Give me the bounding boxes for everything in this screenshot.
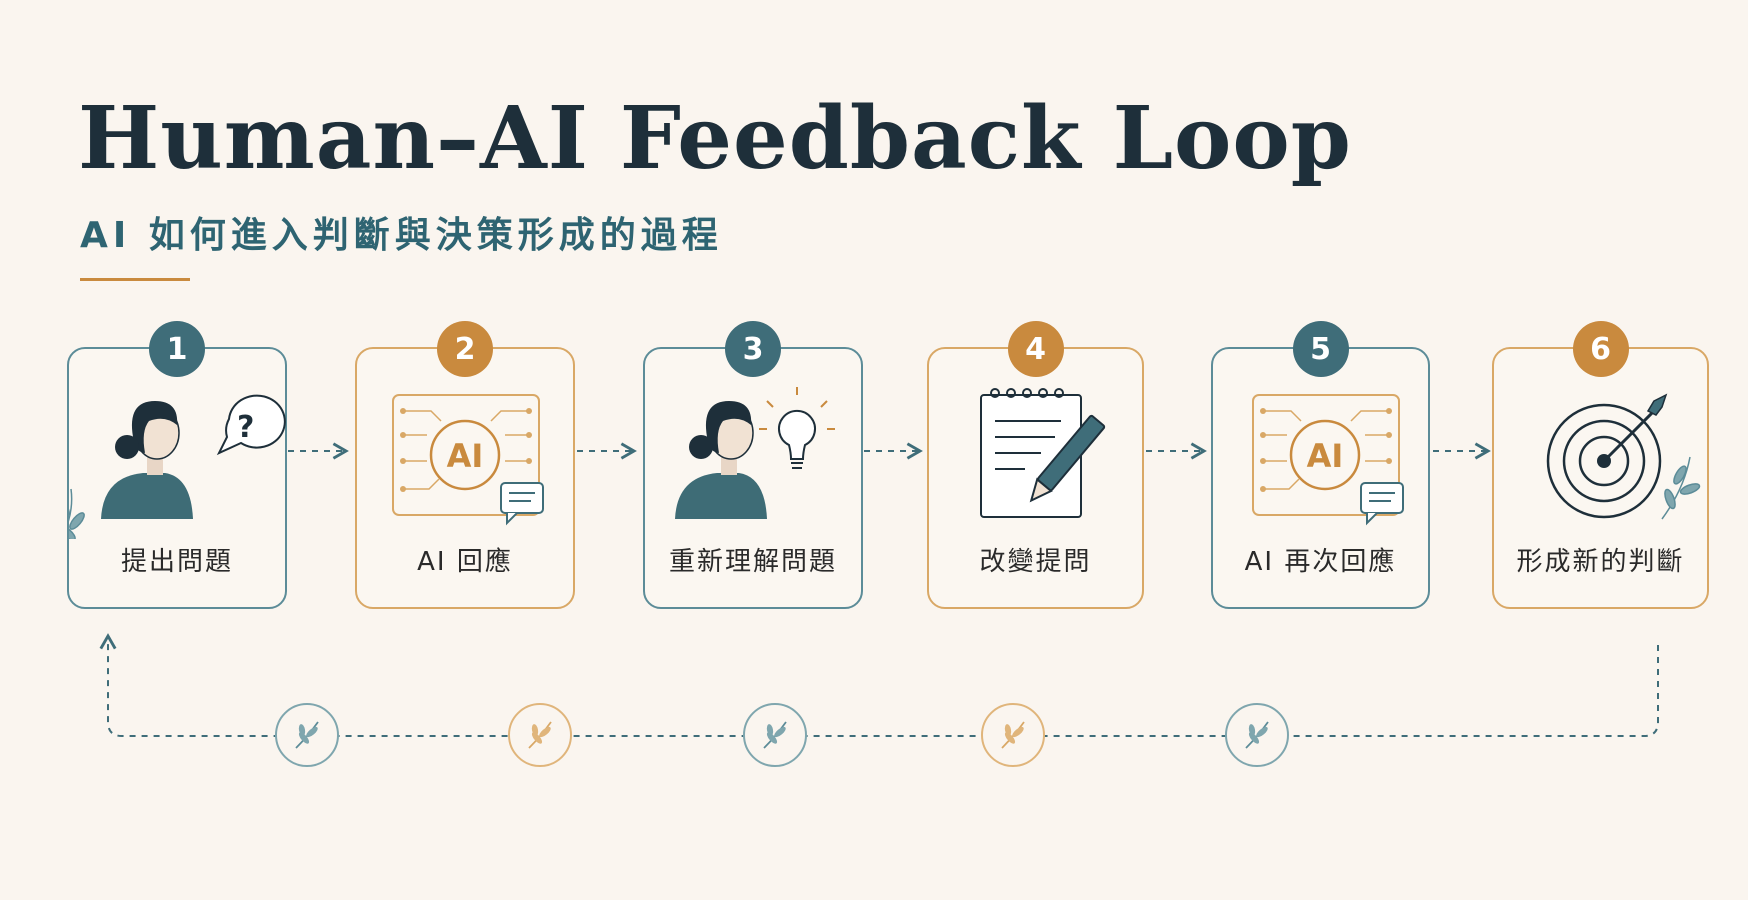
page-subtitle: AI 如何進入判斷與決策形成的過程 [80, 215, 723, 256]
loop-node-4 [981, 703, 1045, 767]
step-card-6[interactable]: 6 形成新的判斷 [1492, 321, 1709, 609]
step-label: AI 再次回應 [1244, 547, 1397, 577]
step-card-4[interactable]: 4 改變提問 [927, 321, 1144, 609]
leaf-sprig-icon [1245, 721, 1269, 749]
step-number-badge: 3 [725, 321, 781, 377]
leaf-decoration-icon [69, 488, 85, 539]
step-card-5[interactable]: 5 AI AI 再次回應 [1211, 321, 1430, 609]
step-number-badge: 4 [1007, 321, 1064, 377]
step-card-3[interactable]: 3 重新理解問題 [643, 321, 863, 609]
ai-chip-text: AI [447, 437, 484, 475]
leaf-sprig-icon [295, 721, 319, 749]
step-card-1[interactable]: 1 ? 提出問題 [67, 321, 287, 609]
ai-chip-icon: AI [392, 394, 544, 526]
page-title: Human–AI Feedback Loop [78, 88, 1352, 189]
ai-chip-icon: AI [1252, 394, 1404, 526]
step-label: 改變提問 [979, 547, 1092, 577]
step-label: 形成新的判斷 [1516, 547, 1685, 577]
leaf-sprig-icon [763, 721, 787, 749]
step-number-badge: 5 [1292, 321, 1349, 377]
loop-node-2 [508, 703, 572, 767]
svg-text:?: ? [237, 410, 254, 445]
loop-node-1 [275, 703, 339, 767]
loop-node-5 [1225, 703, 1289, 767]
step-number-badge: 6 [1572, 321, 1629, 377]
step-number-badge: 2 [437, 321, 493, 377]
step-label: 重新理解問題 [668, 547, 837, 577]
loop-node-3 [743, 703, 807, 767]
step-label: 提出問題 [120, 547, 233, 577]
target-arrow-icon [1546, 393, 1701, 520]
title-divider [80, 278, 190, 281]
feedback-loop-path [99, 633, 1659, 737]
notepad-pencil-icon [980, 388, 1106, 518]
leaf-decoration-icon [1661, 456, 1701, 520]
step-number-badge: 1 [149, 321, 205, 377]
leaf-sprig-icon [528, 721, 552, 749]
step-label: AI 回應 [417, 547, 513, 577]
person-lightbulb-icon [675, 387, 835, 519]
step-card-2[interactable]: 2 AI AI 回應 [355, 321, 575, 609]
person-question-icon: ? [69, 394, 286, 539]
leaf-sprig-icon [1001, 721, 1025, 749]
ai-chip-text: AI [1307, 437, 1344, 475]
